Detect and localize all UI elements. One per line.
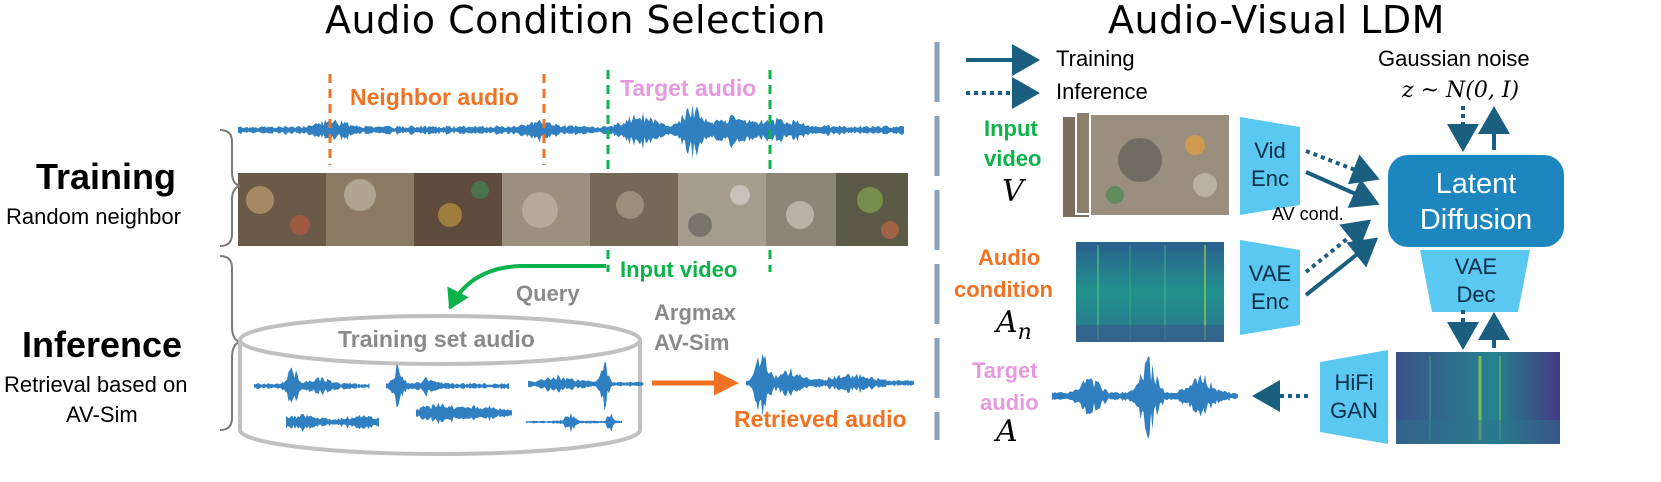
audio-condition-spectrogram [1076, 242, 1224, 342]
vae-dec-block [1420, 250, 1530, 312]
hifi-gan-block [1320, 350, 1388, 444]
latent-diffusion-line1: Latent [1435, 168, 1517, 200]
vae-enc-label: VAE Enc [1242, 253, 1298, 323]
hifi-gan-line1: HiFi [1334, 370, 1374, 395]
right-section-title: Audio-Visual LDM [1108, 0, 1445, 42]
training-subtitle: Random neighbor [6, 204, 181, 229]
vid-enc-line1: Vid [1254, 138, 1286, 163]
audio-condition-title-line1: Audio [978, 245, 1041, 270]
noise-formula: z ~ N(0, I) [1402, 78, 1520, 103]
vid-enc-inference-arrow [1305, 149, 1380, 185]
hifi-gan-line2: GAN [1330, 398, 1378, 423]
vae-enc-training-arrow [1304, 237, 1379, 297]
vid-enc-training-arrow [1305, 170, 1380, 208]
inference-heading: Inference [22, 324, 183, 365]
vae-dec-label: VAE Dec [1434, 252, 1518, 310]
vae-enc-line2: Enc [1251, 289, 1289, 314]
retrieved-waveform [746, 353, 914, 417]
argmax-label-line2: AV-Sim [654, 330, 730, 355]
training-set-audio-label: Training set audio [338, 326, 535, 352]
input-video-symbol: V [1002, 174, 1024, 209]
inference-subtitle-line1: Retrieval based on [4, 372, 188, 397]
training-brace [219, 129, 241, 247]
query-label: Query [516, 281, 580, 306]
vid-enc-line2: Enc [1251, 166, 1289, 191]
input-video-frames [1061, 111, 1231, 219]
output-spectrogram [1396, 352, 1560, 444]
vae-enc-line1: VAE [1248, 261, 1292, 286]
database-waveforms [254, 362, 644, 433]
vid-enc-label: Vid Enc [1242, 130, 1298, 200]
inference-subtitle-line2: AV-Sim [66, 402, 138, 427]
input-video-title-line2: video [984, 146, 1042, 171]
input-video-title-line1: Input [984, 116, 1038, 141]
vae-dec-line2: Dec [1456, 282, 1496, 307]
latent-diffusion-line2: Diffusion [1419, 204, 1533, 236]
query-arrow [447, 264, 606, 310]
vid-enc-block [1240, 117, 1300, 215]
target-audio-label: Target audio [620, 75, 757, 101]
inference-brace [219, 255, 241, 431]
retrieved-audio-label: Retrieved audio [734, 406, 907, 432]
training-video-frames [238, 173, 908, 246]
training-set-database [238, 314, 642, 456]
target-waveform [1052, 356, 1238, 439]
legend-inference-label: Inference [1056, 79, 1148, 104]
target-audio-title-line2: audio [980, 390, 1039, 415]
audio-condition-title-line2: condition [954, 277, 1053, 302]
training-waveform [238, 105, 904, 159]
legend-training-label: Training [1056, 46, 1135, 71]
vae-enc-inference-arrow [1304, 219, 1372, 274]
neighbor-audio-label: Neighbor audio [350, 84, 519, 110]
vae-enc-block [1240, 240, 1300, 335]
training-heading: Training [36, 156, 177, 197]
latent-diffusion-block [1388, 155, 1564, 247]
target-audio-symbol: A [996, 414, 1018, 449]
target-audio-title-line1: Target [972, 358, 1038, 383]
audio-condition-subscript: n [1017, 320, 1032, 345]
hifi-gan-label: HiFi GAN [1322, 362, 1386, 432]
vae-dec-line1: VAE [1454, 254, 1498, 279]
audio-condition-symbol-letter: A [996, 305, 1018, 340]
av-cond-label: AV cond. [1272, 204, 1344, 224]
input-video-label: Input video [620, 257, 738, 282]
argmax-label-line1: Argmax [654, 300, 736, 325]
gaussian-noise-label: Gaussian noise [1378, 46, 1530, 71]
left-section-title: Audio Condition Selection [325, 0, 827, 42]
audio-condition-symbol: An [996, 305, 1032, 345]
latent-diffusion-label: Latent Diffusion [1388, 160, 1564, 244]
